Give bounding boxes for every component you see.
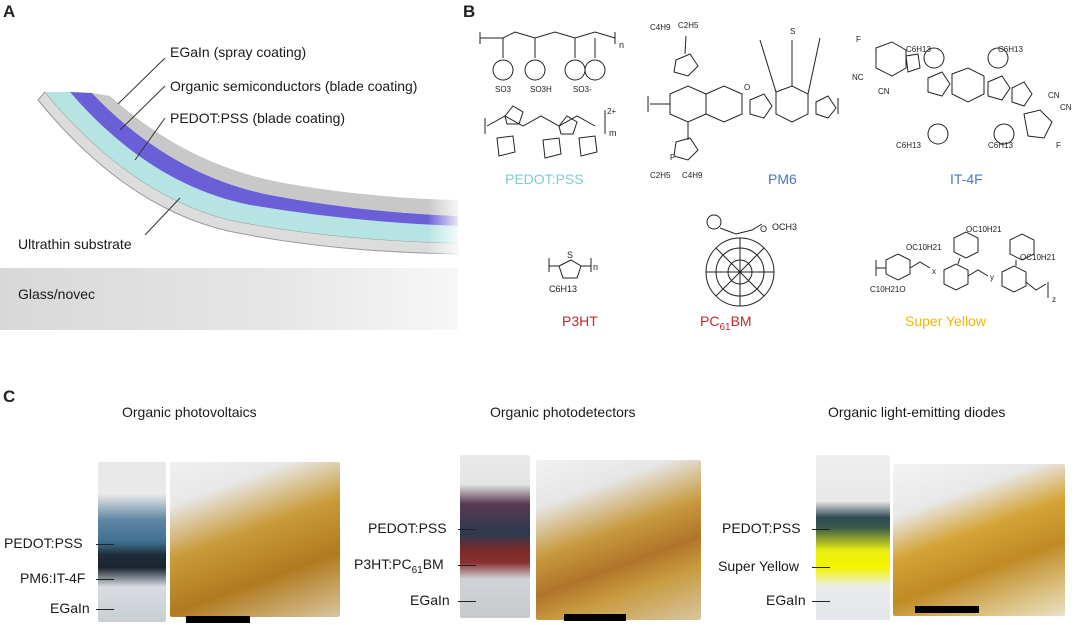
fragment-cn-b: CN: [1048, 91, 1060, 100]
fragment-y: y: [990, 273, 994, 282]
fragment-s: S: [790, 27, 795, 36]
substrate-label: Ultrathin substrate: [18, 236, 132, 252]
fragment-nc: NC: [852, 73, 864, 82]
fragment-c4h9: C4H9: [650, 23, 671, 32]
molecule-name-pm6: PM6: [768, 171, 797, 187]
fragment-c6h13-c: C6H13: [896, 141, 921, 150]
fragment-c6h13-b: C6H13: [998, 45, 1023, 54]
fragment-x: x: [932, 267, 936, 276]
pcbm-structure: O OCH3: [705, 214, 797, 307]
vial-label-pedot-opv: PEDOT:PSS: [4, 535, 83, 551]
device-photo-opd: [536, 460, 701, 620]
fragment-z: z: [1052, 295, 1056, 304]
pm6-structure: C4H9 C2H5 F C2H5 C4H9 O S: [647, 21, 839, 180]
vial-photo-opv: [98, 462, 166, 622]
fragment-m: m: [609, 128, 617, 138]
fragment-o-pcbm: O: [760, 224, 767, 234]
pcbm-name-tail: BM: [730, 313, 752, 329]
fragment-c6h13-p3ht: C6H13: [549, 284, 577, 294]
super-yellow-structure: OC10H21 OC10H21 OC10H21 C10H21O x y z: [870, 225, 1056, 304]
fragment-f: F: [670, 153, 675, 162]
pedot-pss-structure: n SO3 SO3H SO3- 2+ m: [479, 31, 624, 159]
fragment-c2h5-b: C2H5: [650, 171, 671, 180]
fragment-cn-c: CN: [1060, 103, 1072, 112]
fragment-cn: CN: [878, 87, 890, 96]
p3ht-pcbm-main: P3HT:PC: [354, 556, 412, 572]
fragment-c2h5: C2H5: [678, 21, 699, 30]
fragment-f-it-b: F: [1056, 141, 1061, 150]
fragment-so3-minus: SO3-: [573, 85, 592, 94]
layer-stack-diagram: [0, 57, 460, 330]
fragment-oc10h21-c: OC10H21: [1020, 253, 1056, 262]
vial-label-egain-opd: EGaIn: [410, 592, 450, 608]
fragment-c10h21o: C10H21O: [870, 285, 906, 294]
vial-label-super-yellow: Super Yellow: [718, 558, 799, 574]
fragment-charge: 2+: [607, 107, 616, 116]
section-title-oled: Organic light-emitting diodes: [828, 404, 1006, 420]
leader-line: [96, 609, 114, 610]
organic-layer: [70, 92, 458, 226]
vial-label-pedot-opd: PEDOT:PSS: [368, 520, 447, 536]
fragment-c6h13: C6H13: [906, 45, 931, 54]
molecule-name-pedot: PEDOT:PSS: [505, 171, 584, 187]
glass-block: [0, 268, 458, 330]
scale-bar-oled: [915, 606, 979, 613]
fragment-och3: OCH3: [772, 222, 797, 232]
fragment-s-p3ht: S: [567, 250, 573, 260]
molecule-name-pcbm: PC61BM: [700, 313, 752, 333]
fragment-o: O: [744, 83, 750, 92]
leader-line: [458, 601, 476, 602]
leader-line: [96, 579, 114, 580]
leader-line: [812, 601, 830, 602]
leader-line: [96, 544, 114, 545]
egain-label: EGaIn (spray coating): [170, 44, 307, 60]
leader-line: [812, 529, 830, 530]
panel-letter-b: B: [463, 2, 476, 21]
device-photo-oled: [893, 464, 1065, 616]
scale-bar-opd: [564, 614, 626, 621]
p3ht-structure: S n C6H13: [548, 250, 598, 294]
section-title-opv: Organic photovoltaics: [122, 404, 257, 420]
vial-label-egain-oled: EGaIn: [766, 592, 806, 608]
molecule-name-p3ht: P3HT: [562, 313, 598, 329]
fragment-c6h13-d: C6H13: [988, 141, 1013, 150]
p3ht-pcbm-tail: BM: [422, 556, 444, 572]
panel-letter-c: C: [3, 387, 16, 406]
fragment-n-p3ht: n: [593, 262, 598, 272]
glass-label: Glass/novec: [18, 286, 96, 302]
leader-line: [812, 567, 830, 568]
fragment-n: n: [619, 40, 624, 50]
device-photo-opv: [170, 462, 340, 617]
leader-line: [458, 565, 476, 566]
pcbm-name-main: PC: [700, 313, 720, 329]
vial-photo-oled: [816, 455, 890, 620]
section-title-opd: Organic photodetectors: [490, 404, 636, 420]
leader-line: [458, 529, 476, 530]
pcbm-name-sub: 61: [719, 321, 731, 333]
pedot-label: PEDOT:PSS (blade coating): [170, 110, 346, 126]
fragment-oc10h21: OC10H21: [906, 243, 942, 252]
fragment-oc10h21-b: OC10H21: [966, 225, 1002, 234]
vial-label-pm6-it4f: PM6:IT-4F: [20, 570, 86, 586]
fragment-c4h9-b: C4H9: [682, 171, 703, 180]
fragment-so3h: SO3H: [530, 85, 552, 94]
scale-bar-opv: [186, 616, 250, 623]
p3ht-pcbm-sub: 61: [411, 564, 423, 576]
fragment-so3: SO3: [495, 85, 512, 94]
fragment-f-it: F: [856, 35, 861, 44]
organic-label: Organic semiconductors (blade coating): [170, 78, 418, 94]
molecule-name-it4f: IT-4F: [950, 171, 983, 187]
it4f-structure: F C6H13 C6H13 NC CN CN CN C6H13 C6H13 F: [852, 35, 1072, 150]
vial-photo-opd: [460, 455, 530, 618]
vial-label-egain-opv: EGaIn: [50, 600, 90, 616]
vial-label-pedot-oled: PEDOT:PSS: [722, 520, 801, 536]
molecule-name-super-yellow: Super Yellow: [905, 313, 986, 329]
panel-letter-a: A: [3, 2, 16, 21]
vial-label-p3ht-pcbm: P3HT:PC61BM: [354, 556, 444, 576]
